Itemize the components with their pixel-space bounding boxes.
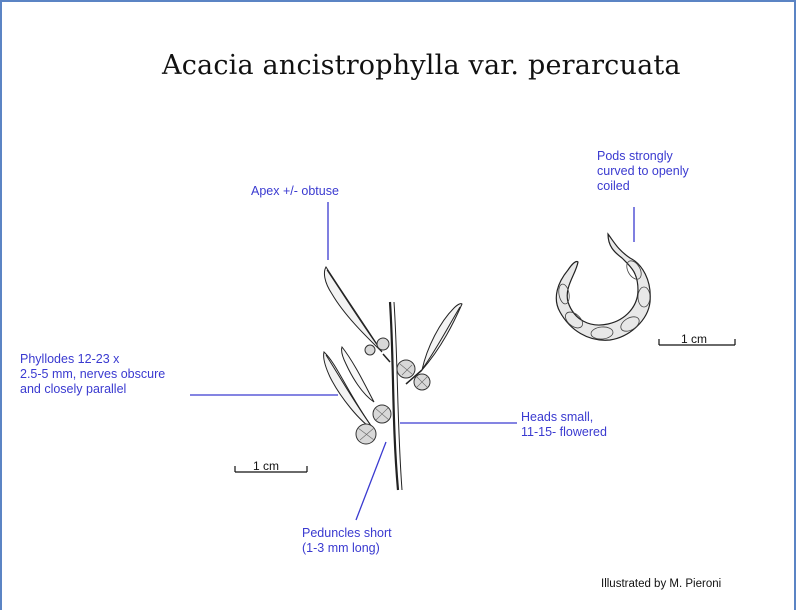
pod-drawing [556,234,650,340]
branch-scale-label: 1 cm [253,459,279,473]
apex-label: Apex +/- obtuse [251,184,339,199]
heads-label: Heads small, 11-15- flowered [521,410,607,440]
illustrator-credit: Illustrated by M. Pieroni [601,578,721,590]
pod-scale-label: 1 cm [681,332,707,346]
peduncles-label: Peduncles short (1-3 mm long) [302,526,392,556]
branch-drawing [324,267,462,490]
flower-head [365,345,375,355]
flower-head [377,338,389,350]
phyllodes-label: Phyllodes 12-23 x 2.5-5 mm, nerves obscu… [20,352,165,397]
stem [390,302,398,490]
pods-label: Pods strongly curved to openly coiled [597,149,689,194]
peduncles-leader-line [356,442,386,520]
